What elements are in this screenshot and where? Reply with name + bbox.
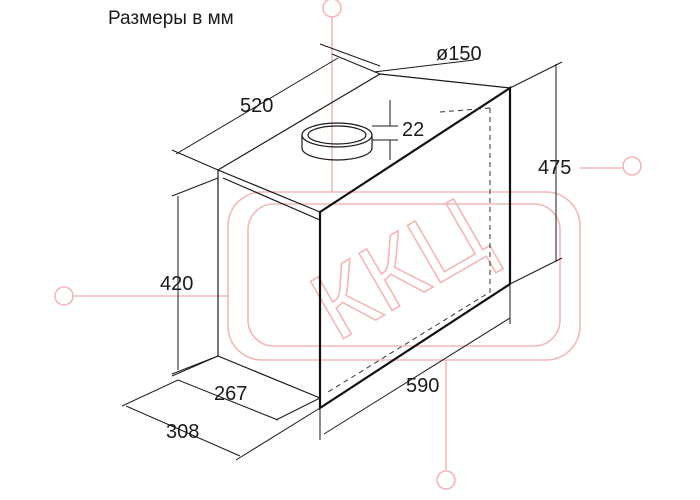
dim-308-ext-right: [235, 407, 321, 461]
dimension-520: 520: [171, 53, 381, 171]
dim-267-line: [177, 379, 279, 421]
dim-420-label: 420: [160, 273, 193, 295]
dim-590-line: [323, 317, 511, 435]
dimension-22: 22: [372, 100, 424, 160]
watermark: ККЦ: [54, 0, 642, 490]
dim-308-ext-left: [121, 379, 179, 407]
drawing-title: Размеры в мм: [108, 8, 234, 29]
dimension-diameter: ø150: [319, 43, 482, 73]
watermark-circle-bottom: [436, 470, 456, 490]
dim-150-leader: [319, 43, 381, 67]
dim-420-ext-top: [171, 177, 219, 197]
collar-side: [301, 135, 373, 161]
dim-520-label: 520: [240, 95, 273, 117]
dim-475-label: 475: [538, 157, 571, 179]
dim-267-ext-right: [275, 397, 321, 421]
dim-150-label: ø150: [436, 43, 482, 65]
body-top-right-edge: [379, 73, 511, 89]
dim-520-ext-right: [331, 53, 381, 75]
dimension-590: 590: [319, 284, 511, 440]
dim-520-ext-left: [171, 149, 219, 171]
watermark-circle-left: [54, 286, 74, 306]
body-top-front-edge: [217, 169, 321, 213]
dimension-308: 308: [121, 379, 321, 461]
dim-308-label: 308: [166, 421, 199, 443]
body-front-inner-edge: [222, 177, 321, 221]
watermark-frame-inner: [247, 203, 561, 347]
dim-267-ext-left: [171, 355, 219, 377]
dimension-420: 420: [160, 177, 219, 375]
watermark-circle-top: [322, 0, 342, 18]
collar-top: [301, 122, 373, 148]
watermark-circle-right: [622, 156, 642, 176]
dim-150-line: [373, 59, 475, 73]
dimension-475: 475: [509, 61, 571, 285]
dimension-267: 267: [171, 355, 321, 421]
body-top-back-edge: [217, 73, 381, 171]
dim-22-label: 22: [402, 119, 424, 141]
hidden-top-edge: [439, 107, 491, 113]
dim-475-ext-top: [509, 61, 563, 89]
dim-308-line: [125, 405, 241, 457]
watermark-frame-outer: [227, 191, 581, 361]
dim-520-line: [175, 57, 339, 155]
hidden-body-outline: [327, 108, 491, 393]
dim-475-ext-bottom: [509, 257, 563, 285]
duct-collar: [301, 122, 373, 161]
dim-590-label: 590: [406, 375, 439, 397]
dim-267-label: 267: [214, 383, 247, 405]
collar-inner: [307, 125, 367, 145]
